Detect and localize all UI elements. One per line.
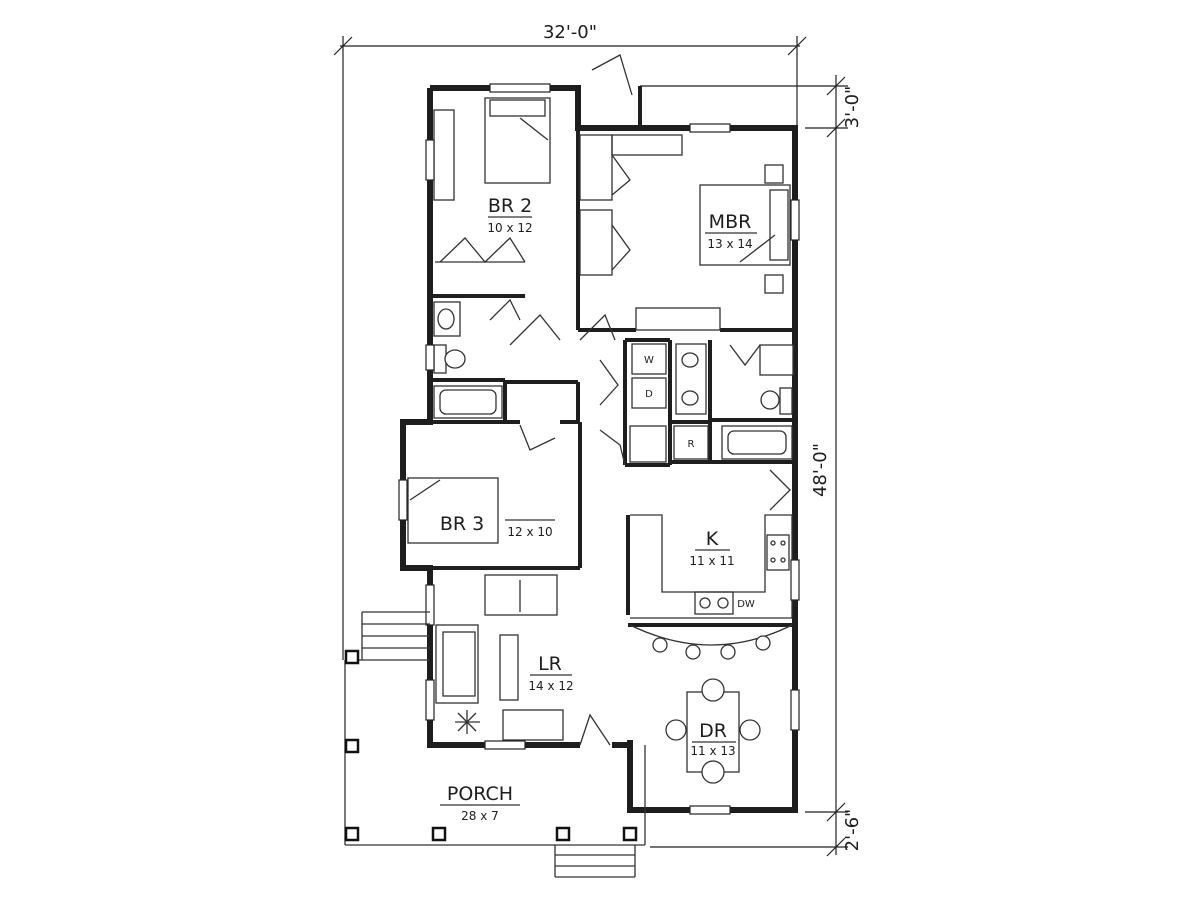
living-furniture [435,574,611,746]
br2-name: BR 2 [488,195,532,217]
bath-1-fixtures [433,298,521,419]
mbr-name: MBR [709,211,752,233]
porch-name: PORCH [447,783,513,805]
rear-offset-dimension: 2'-6" [842,809,863,852]
windows [398,83,800,815]
br3-size: 12 x 10 [507,525,552,539]
br3-name-overlay: BR 3 [440,513,484,535]
kitchen-size: 11 x 11 [689,554,734,568]
interior-walls [403,88,795,627]
laundry [631,343,667,409]
dryer-label: D [645,389,653,400]
width-dimension: 32'-0" [543,22,597,43]
hall-closet [629,425,667,463]
mbr-furniture [579,134,791,331]
dining-table [665,678,761,784]
depth-dimension: 48'-0" [810,443,831,497]
living-size: 14 x 12 [528,679,573,693]
br2-size: 10 x 12 [487,221,532,235]
porch-size: 28 x 7 [461,809,499,823]
refrigerator [673,425,709,460]
living-name: LR [538,653,562,675]
dining-name: DR [699,720,727,742]
bath-2-fixtures [675,343,794,460]
porch [344,611,646,878]
br3-bed [407,477,499,544]
br2-furniture [433,97,551,263]
kitchen-name: K [706,528,719,550]
refrigerator-label: R [688,439,695,450]
kitchen-counters [629,514,793,660]
porch-steps-side [361,611,430,660]
dining-size: 11 x 13 [690,744,735,758]
plant-icon [455,710,480,734]
dimension-lines [333,36,848,857]
porch-steps-front [554,845,636,878]
washer-label: W [644,355,654,366]
hall-doors [509,54,791,511]
mbr-size: 13 x 14 [707,237,752,251]
dishwasher-label: DW [737,599,755,610]
front-offset-dimension: 3'-0" [842,86,863,129]
